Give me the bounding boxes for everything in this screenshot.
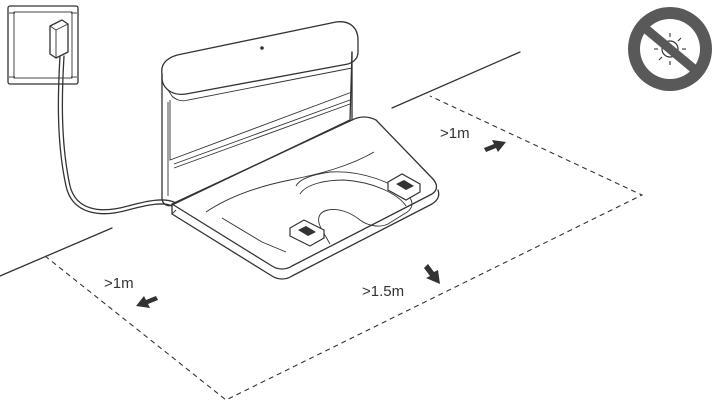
clearance-zone [44,95,644,401]
arrow-right [484,140,506,152]
left-clearance-label: >1m [104,275,134,292]
front-clearance-label: >1.5m [362,283,404,300]
arrow-left [136,296,158,308]
arrow-front [424,264,440,284]
charging-contact-left [289,219,325,247]
no-direct-sunlight-icon [628,7,712,91]
charging-dock [161,21,440,280]
power-cable [57,55,175,215]
charging-contact-right [387,173,421,201]
right-clearance-label: >1m [440,125,470,142]
wall-outlet-icon [7,5,79,85]
wall-floor-lines [0,51,521,277]
